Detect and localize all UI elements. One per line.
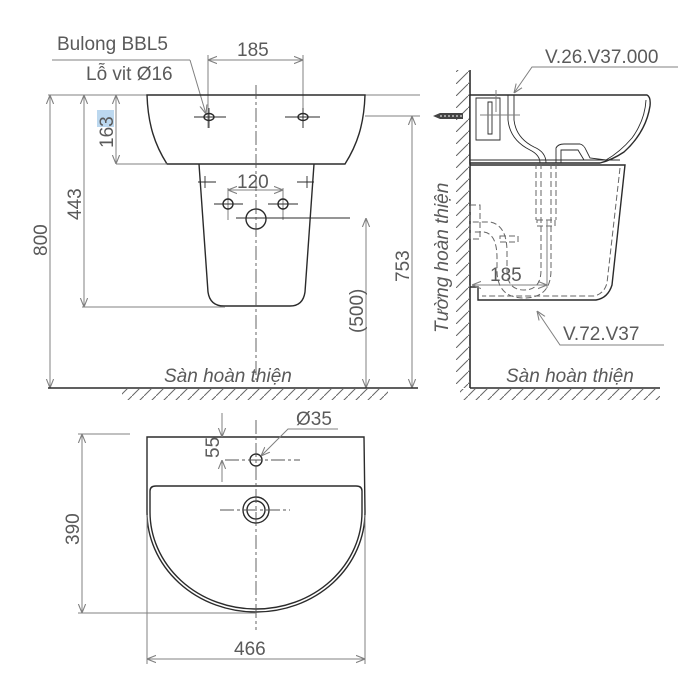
floor-hatch [460,389,660,400]
drain-hole [236,208,350,230]
floor-hatch [122,389,260,400]
pedestal-side-outline [470,164,626,301]
supply-hole-left [214,198,243,210]
basin-wall-inner [507,95,541,164]
callout-basin-leader [514,66,678,93]
bracket-detail [487,101,493,135]
dim-total-height: 800 [31,224,52,256]
dim-bolt-spacing: 185 [237,40,269,61]
basin-bowl-inner [560,149,585,163]
wall-label: Tường hoàn thiện [432,183,453,333]
basin-top-outline [146,436,366,613]
dim-depth: 390 [63,513,84,545]
supply-hole-right [268,198,298,210]
floor-label-front: Sàn hoàn thiện [164,366,292,387]
dim-drain-holes: 120 [237,172,269,193]
dim-pedestal-bottom: 443 [65,188,86,220]
callout-basin-code: V.26.V37.000 [545,47,658,68]
wall-screw-icon [433,113,463,119]
front-view: Bulong BBL5 Lỗ vit Ø16 185 [31,34,420,400]
floor-hatch [260,389,388,400]
dim-tap-hole-leader [261,428,338,456]
dim-drain-height: (500) [347,289,368,333]
callout-pedestal-leader [537,311,664,346]
basin-wall-inner [513,95,547,164]
bolt-hole-left [194,108,226,128]
dim-highlight [97,110,114,127]
pedestal-side-inner [482,167,621,297]
callout-pedestal-code: V.72.V37 [563,324,639,345]
basin-bowl-outline [149,485,363,610]
basin-side-outline [469,94,651,164]
wall-hatch [456,70,470,388]
dim-basin-height: 163 [97,116,118,148]
callout-bolt: Bulong BBL5 [57,34,168,55]
callout-hole: Lỗ vit Ø16 [86,63,173,85]
callout-leader-arrow [189,59,206,114]
dim-rim-height: 753 [393,250,414,282]
top-view: Ø35 55 390 466 [63,409,366,664]
side-view: Tường hoàn thiện Sàn hoàn thiện V.26.V37… [432,47,678,400]
basin-bowl-inner [555,99,647,163]
bolt-hole-right [285,108,320,128]
dim-tap-hole: Ø35 [296,409,332,430]
dim-tap-offset: 55 [203,437,224,458]
basin-front-outline [146,94,366,165]
pedestal-front-outline [198,163,315,307]
floor-label-side: Sàn hoàn thiện [506,366,634,387]
bracket-detail [475,97,501,141]
dim-width: 466 [234,639,266,660]
dim-trap-offset: 185 [490,265,522,286]
pedestal-fixing-marks [198,176,314,188]
